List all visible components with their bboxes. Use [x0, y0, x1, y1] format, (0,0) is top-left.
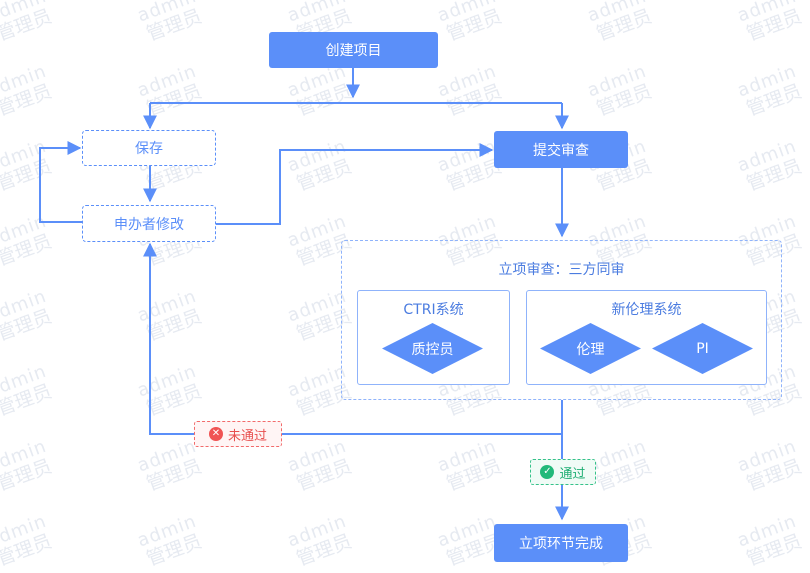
pass-badge: ✓ 通过 [530, 459, 596, 485]
reject-badge: ✕ 未通过 [194, 421, 282, 447]
reject-label: 未通过 [227, 428, 267, 444]
save-node[interactable]: 保存 [82, 130, 216, 166]
pi-shape [652, 323, 753, 374]
check-circle-icon: ✓ [540, 465, 555, 479]
edge-review-reject-return [143, 242, 563, 435]
review-group-title: 立项审查：三方同审 [498, 262, 625, 278]
qc-officer-diamond[interactable]: 质控员 [382, 323, 483, 374]
ethics-shape [540, 323, 641, 374]
project-complete-node[interactable]: 立项环节完成 [494, 524, 628, 562]
sponsor-modify-node[interactable]: 申办者修改 [82, 205, 216, 242]
ethics-diamond[interactable]: 伦理 [540, 323, 641, 374]
ethics-system-title: 新伦理系统 [611, 302, 682, 318]
pass-label: 通过 [559, 466, 586, 482]
close-circle-icon: ✕ [208, 427, 223, 441]
pi-label: PI [696, 340, 709, 357]
pi-diamond[interactable]: PI [652, 323, 753, 374]
ethics-label: 伦理 [576, 341, 605, 358]
create-project-node[interactable]: 创建项目 [269, 32, 438, 68]
review-group: 立项审查：三方同审 [341, 240, 782, 400]
submit-review-node[interactable]: 提交审查 [494, 131, 628, 168]
qc-officer-label: 质控员 [411, 341, 454, 358]
ctri-system-title: CTRI系统 [403, 302, 464, 318]
qc-officer-shape [382, 323, 483, 374]
edge-modify-loop-save [39, 141, 82, 223]
edge-modify-to-submit [216, 143, 494, 225]
